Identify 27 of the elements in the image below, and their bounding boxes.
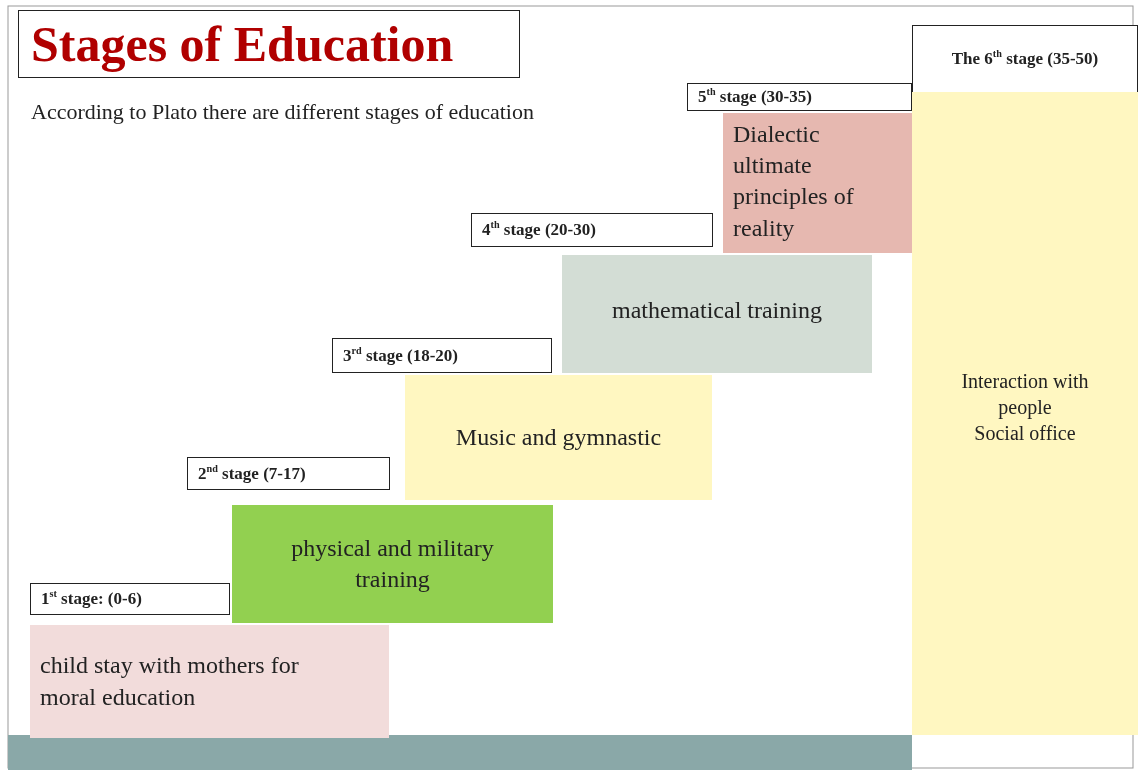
- stage-label-box: [30, 583, 230, 615]
- stage-label-box: [912, 25, 1138, 93]
- node-text: 4$^{th}$ stage (20-30): [482, 220, 597, 240]
- stage-label-box: [187, 457, 390, 490]
- node-text: 2$^{nd}$ stage (7-17): [198, 463, 307, 484]
- subtitle: According to Plato there are different stages of education: [30, 98, 535, 126]
- stage-label-box: [332, 338, 552, 373]
- stage-content-box: [562, 255, 872, 373]
- stage-content-box: [30, 625, 389, 738]
- node-text: Dialectic ultimate principles of reality: [733, 120, 855, 243]
- node-text: Social office: [973, 421, 1077, 446]
- node-text: The 6$^{th}$ stage (35-50): [950, 49, 1100, 69]
- stage-content-box: [232, 505, 553, 623]
- title: Stages of Education: [18, 10, 520, 78]
- stage-content-box: [405, 375, 712, 500]
- node-text: physical and military training: [290, 533, 495, 594]
- node-text: 5$^{th}$ stage (30-35): [698, 87, 813, 107]
- stage-label-box: [687, 83, 912, 111]
- node-text: 3$^{rd}$ stage (18-20): [343, 345, 459, 366]
- node-text: Interaction with people: [960, 369, 1090, 420]
- stage-content-box: [723, 113, 912, 253]
- node-text: child stay with mothers for moral education: [40, 651, 300, 712]
- node-text: mathematical training: [611, 296, 823, 325]
- stage-content-box: [912, 92, 1138, 735]
- node-text: 1$^{st}$ stage: (0-6): [41, 589, 143, 609]
- stage-label-box: [471, 213, 713, 247]
- node-text: Music and gymnastic: [454, 422, 663, 452]
